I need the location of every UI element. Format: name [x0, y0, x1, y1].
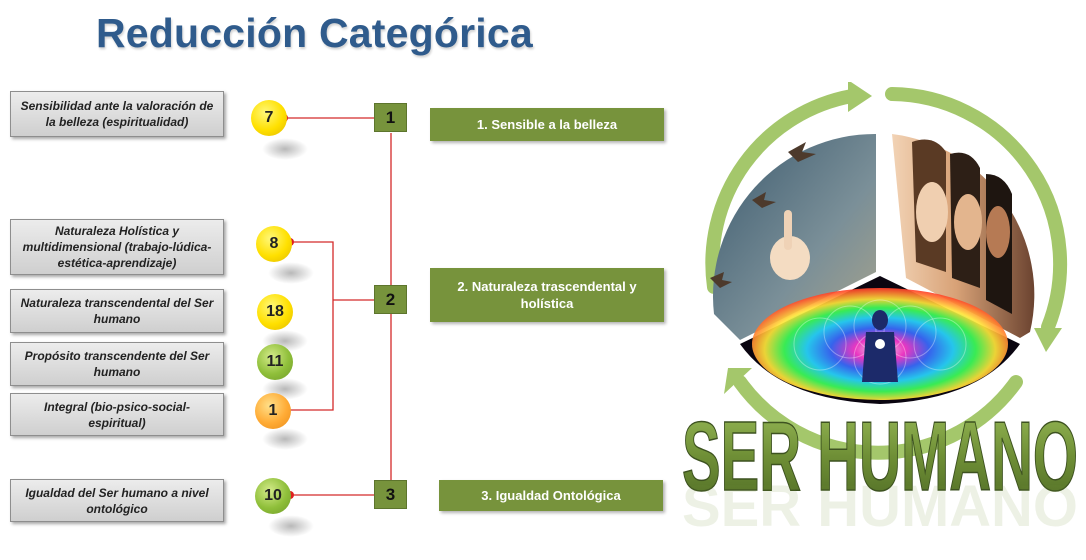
left-box-naturaleza-holistica: Naturaleza Holística y multidimensional … [10, 219, 224, 275]
caption-reflection: SER HUMANO [682, 474, 1078, 539]
count-badge: 7 [251, 100, 287, 136]
ser-humano-illustration: SER HUMANO SER HUMANO [681, 82, 1079, 539]
category-label-box: 1. Sensible a la belleza [430, 108, 664, 141]
count-badge: 8 [256, 226, 292, 262]
category-number-box: 1 [374, 103, 407, 132]
page-title: Reducción Categórica [96, 10, 533, 56]
category-number-box: 2 [374, 285, 407, 314]
left-box-naturaleza-transcendental: Naturaleza transcendental del Ser humano [10, 289, 224, 333]
left-box-sensibilidad: Sensibilidad ante la valoración de la be… [10, 91, 224, 137]
ser-humano-caption: SER HUMANO [682, 401, 1078, 511]
count-badge: 10 [255, 478, 291, 514]
left-box-integral: Integral (bio-psico-social-espiritual) [10, 393, 224, 436]
left-box-igualdad: Igualdad del Ser humano a nivel ontológi… [10, 479, 224, 522]
left-box-proposito: Propósito transcendente del Ser humano [10, 342, 224, 386]
category-label-box: 3. Igualdad Ontológica [439, 480, 663, 511]
count-badge: 1 [255, 393, 291, 429]
category-number-box: 3 [374, 480, 407, 509]
count-badge: 11 [257, 344, 293, 380]
count-badge: 18 [257, 294, 293, 330]
category-label-box: 2. Naturaleza trascendental y holística [430, 268, 664, 322]
